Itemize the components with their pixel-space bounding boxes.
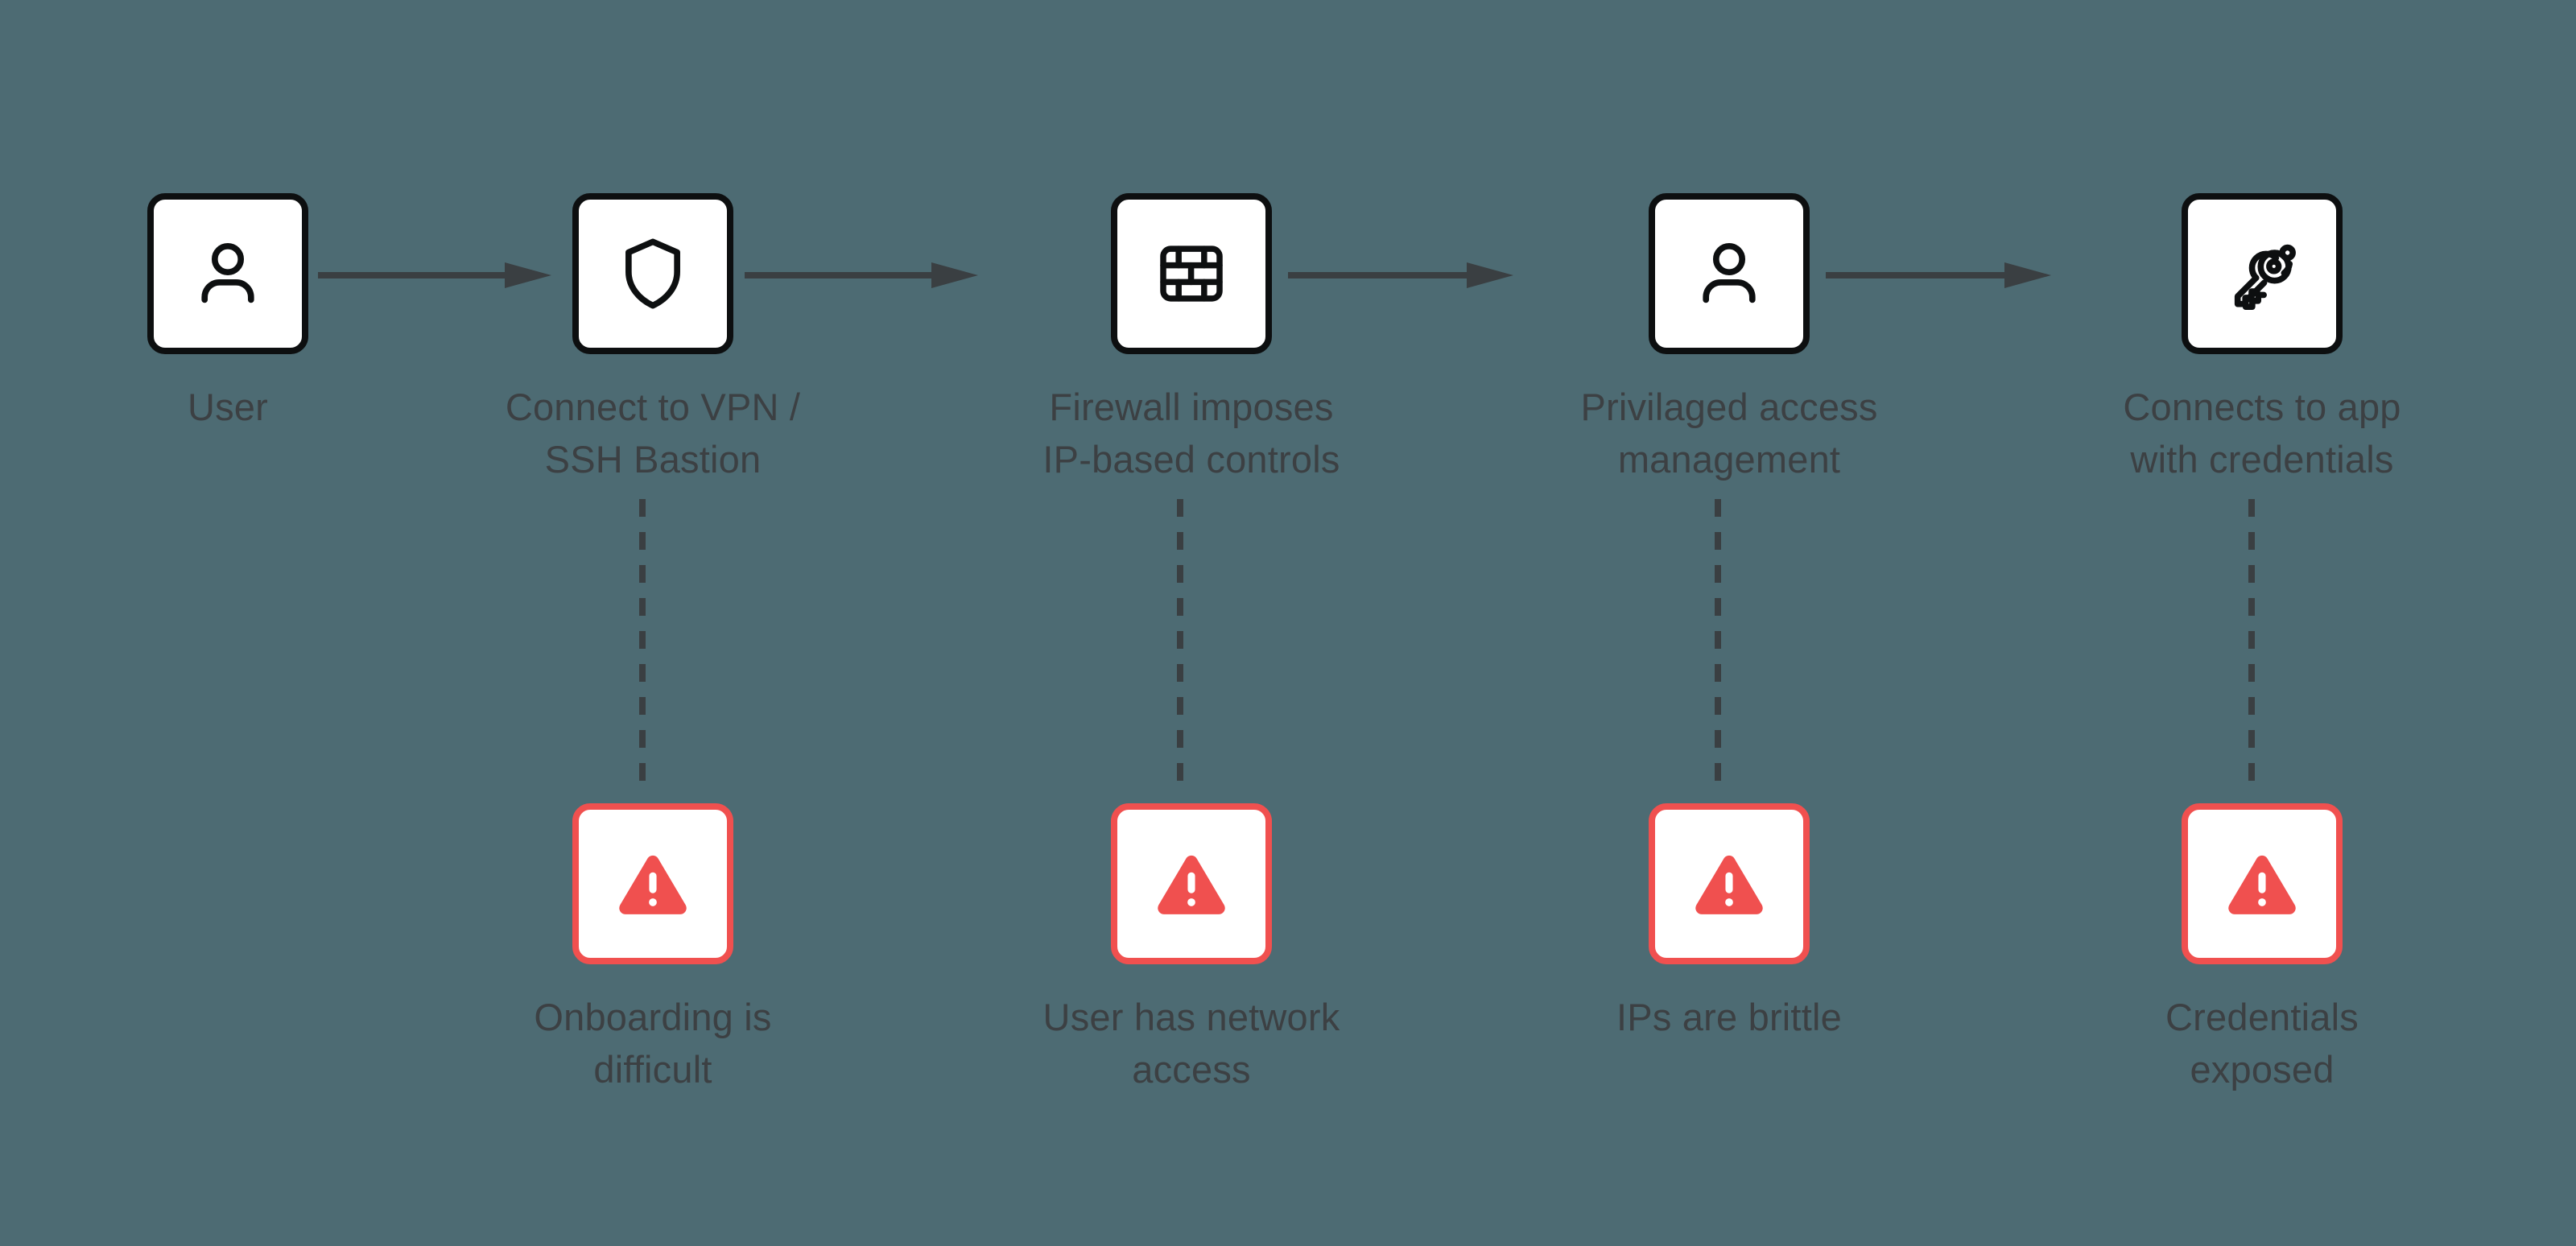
flow-step-vpn-bastion[interactable]: Connect to VPN / SSH Bastion [484,193,822,486]
node-box-vpn-bastion[interactable] [572,193,733,354]
flow-step-firewall[interactable]: Firewall imposes IP-based controls [1022,193,1360,486]
issue-credentials-exposed[interactable]: Credentials exposed [2093,803,2431,1096]
flow-step-pam[interactable]: Privilaged access management [1560,193,1898,486]
issue-box-ip-brittle[interactable] [1649,803,1810,964]
warning-triangle-icon [1687,842,1771,926]
issue-label-credentials-exposed: Credentials exposed [2165,996,2359,1091]
warning-triangle-icon [1150,842,1233,926]
node-box-pam[interactable] [1649,193,1810,354]
flow-step-app-credentials[interactable]: Connects to app with credentials [2093,193,2431,486]
issue-box-network-access[interactable] [1111,803,1272,964]
user-icon [1686,230,1773,317]
node-box-app-credentials[interactable] [2182,193,2343,354]
arrow-vpn-to-firewall [745,259,978,291]
issue-box-onboarding[interactable] [572,803,733,964]
flow-step-label-firewall: Firewall imposes IP-based controls [1042,386,1340,481]
issue-ip-brittle[interactable]: IPs are brittle [1560,803,1898,1044]
connector-firewall-to-network-access [1177,499,1183,789]
issue-label-ip-brittle: IPs are brittle [1616,996,1842,1038]
issue-box-credentials-exposed[interactable] [2182,803,2343,964]
issue-label-network-access: User has network access [1042,996,1340,1091]
connector-app-to-credentials-exposed [2248,499,2255,789]
arrow-pam-to-app [1826,259,2051,291]
issue-onboarding[interactable]: Onboarding is difficult [484,803,822,1096]
flow-step-user[interactable]: User [59,193,397,434]
user-icon [184,230,271,317]
warning-triangle-icon [2220,842,2304,926]
issue-label-onboarding: Onboarding is difficult [534,996,772,1091]
connector-vpn-to-onboarding [639,499,646,789]
connector-pam-to-ip-brittle [1715,499,1721,789]
warning-triangle-icon [611,842,695,926]
flow-step-label-vpn-bastion: Connect to VPN / SSH Bastion [505,386,801,481]
brick-wall-icon [1151,233,1232,314]
flow-step-label-pam: Privilaged access management [1580,386,1878,481]
node-box-user[interactable] [147,193,308,354]
node-box-firewall[interactable] [1111,193,1272,354]
shield-icon [609,230,696,317]
arrow-firewall-to-pam [1288,259,1513,291]
arrow-user-to-vpn [318,259,551,291]
flow-step-label-app-credentials: Connects to app with credentials [2123,386,2401,481]
issue-network-access[interactable]: User has network access [1022,803,1360,1096]
keys-icon [2220,232,2304,316]
flow-step-label-user: User [187,386,269,428]
